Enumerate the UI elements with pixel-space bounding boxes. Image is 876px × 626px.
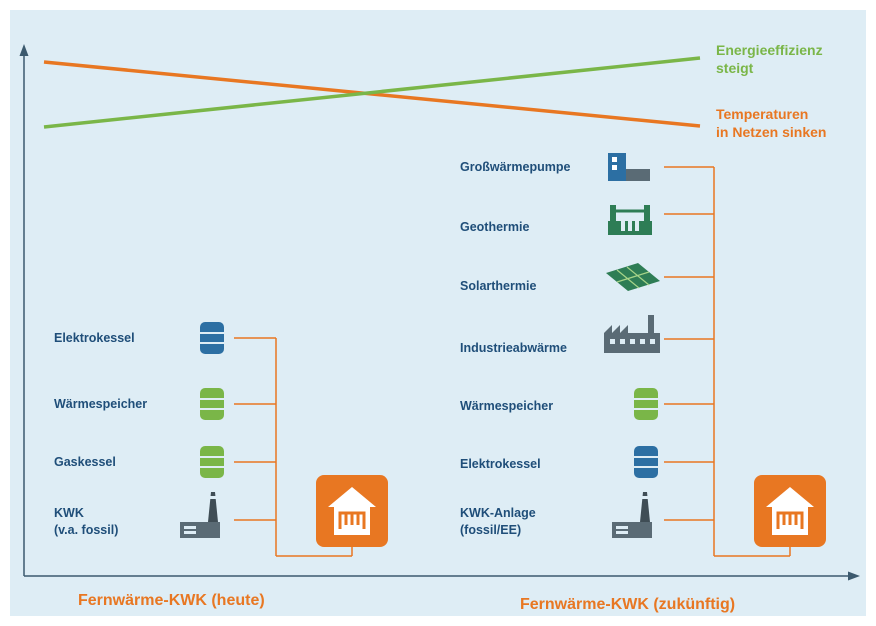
- tank-green-icon: [200, 446, 224, 478]
- tank-blue-icon: [200, 322, 224, 354]
- left-label-kwk: KWK (v.a. fossil): [54, 506, 119, 537]
- right-section-title: Fernwärme-KWK (zukünftig): [520, 596, 736, 613]
- left-connectors: [234, 337, 353, 557]
- left-label-gaskessel: Gaskessel: [54, 455, 116, 469]
- right-label-elektrokessel: Elektrokessel: [460, 457, 541, 471]
- efficiency-trend-line: [43, 56, 701, 129]
- x-axis-arrow: [848, 571, 860, 581]
- tank-blue-icon: [634, 446, 658, 478]
- chp-plant-icon: [612, 492, 652, 538]
- right-label-solarthermie: Solarthermie: [460, 279, 537, 293]
- heat-pump-icon: [608, 153, 650, 181]
- right-label-industrieabwaerme: Industrieabwärme: [460, 341, 567, 355]
- right-label-grosswaermepumpe: Großwärmepumpe: [460, 160, 571, 174]
- temperature-trend-label: Temperaturen in Netzen sinken: [716, 106, 827, 140]
- geothermal-icon: [608, 205, 652, 235]
- tank-green-icon: [200, 388, 224, 420]
- efficiency-trend-label: Energieeffizienz steigt: [716, 42, 823, 76]
- factory-icon: [604, 315, 660, 353]
- right-label-geothermie: Geothermie: [460, 220, 530, 234]
- right-connectors: [664, 166, 791, 557]
- house-heating-icon: [754, 475, 826, 547]
- right-label-waermespeicher: Wärmespeicher: [460, 399, 554, 413]
- left-section-title: Fernwärme-KWK (heute): [78, 592, 265, 609]
- left-label-waermespeicher: Wärmespeicher: [54, 397, 148, 411]
- diagram-background: [10, 10, 866, 616]
- tank-green-icon: [634, 388, 658, 420]
- chp-plant-icon: [180, 492, 220, 538]
- y-axis-arrow: [19, 44, 29, 56]
- solar-collector-icon: [606, 263, 660, 291]
- house-heating-icon: [316, 475, 388, 547]
- right-label-kwk-anlage: KWK-Anlage (fossil/EE): [460, 506, 536, 537]
- left-label-elektrokessel: Elektrokessel: [54, 331, 135, 345]
